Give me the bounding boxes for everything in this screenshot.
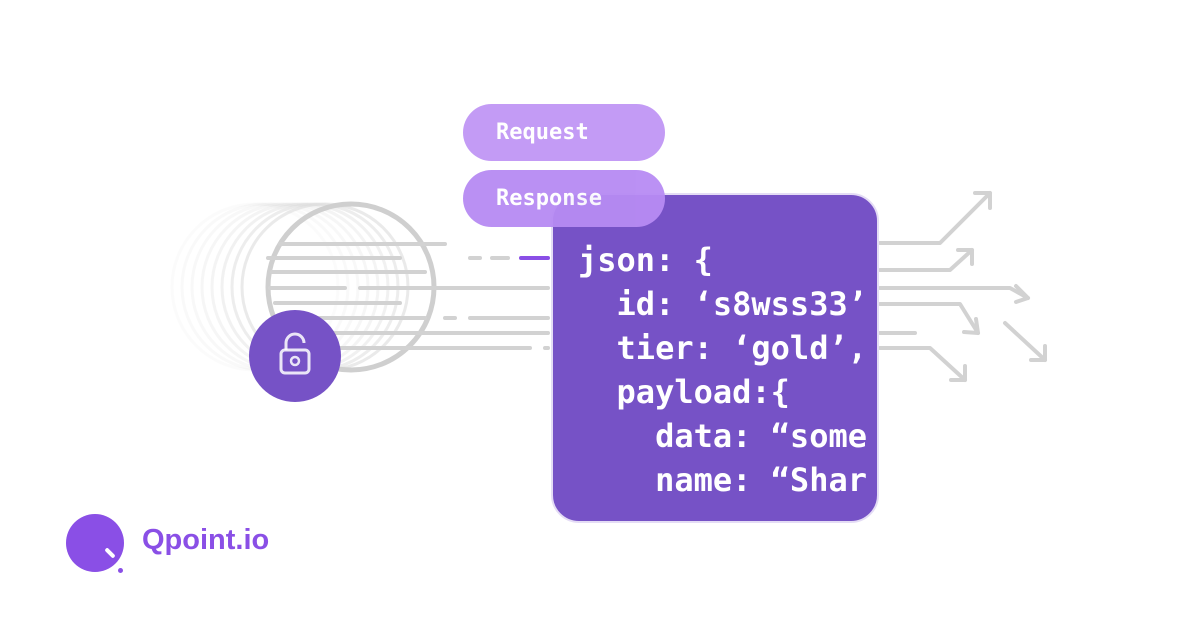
code-line: json: {	[578, 241, 713, 279]
code-line: tier: ‘gold’,	[578, 329, 867, 367]
code-line: id: ‘s8wss33’	[578, 285, 867, 323]
code-line: data: “some	[578, 417, 867, 455]
request-pill[interactable]: Request	[463, 104, 665, 161]
response-label: Response	[496, 186, 602, 211]
inbound-data-lines	[266, 242, 550, 350]
code-line: name: “Shar	[578, 461, 867, 499]
json-code-card: json: { id: ‘s8wss33’ tier: ‘gold’, payl…	[551, 193, 879, 523]
response-pill[interactable]: Response	[463, 170, 665, 227]
outbound-data-lines	[878, 191, 1047, 382]
code-line: payload:{	[578, 373, 790, 411]
request-label: Request	[496, 120, 589, 145]
logo-dot	[118, 568, 123, 573]
brand-name[interactable]: Qpoint.io	[142, 524, 270, 556]
unlocked-padlock-icon	[249, 310, 341, 402]
qpoint-logo-icon	[66, 514, 124, 572]
